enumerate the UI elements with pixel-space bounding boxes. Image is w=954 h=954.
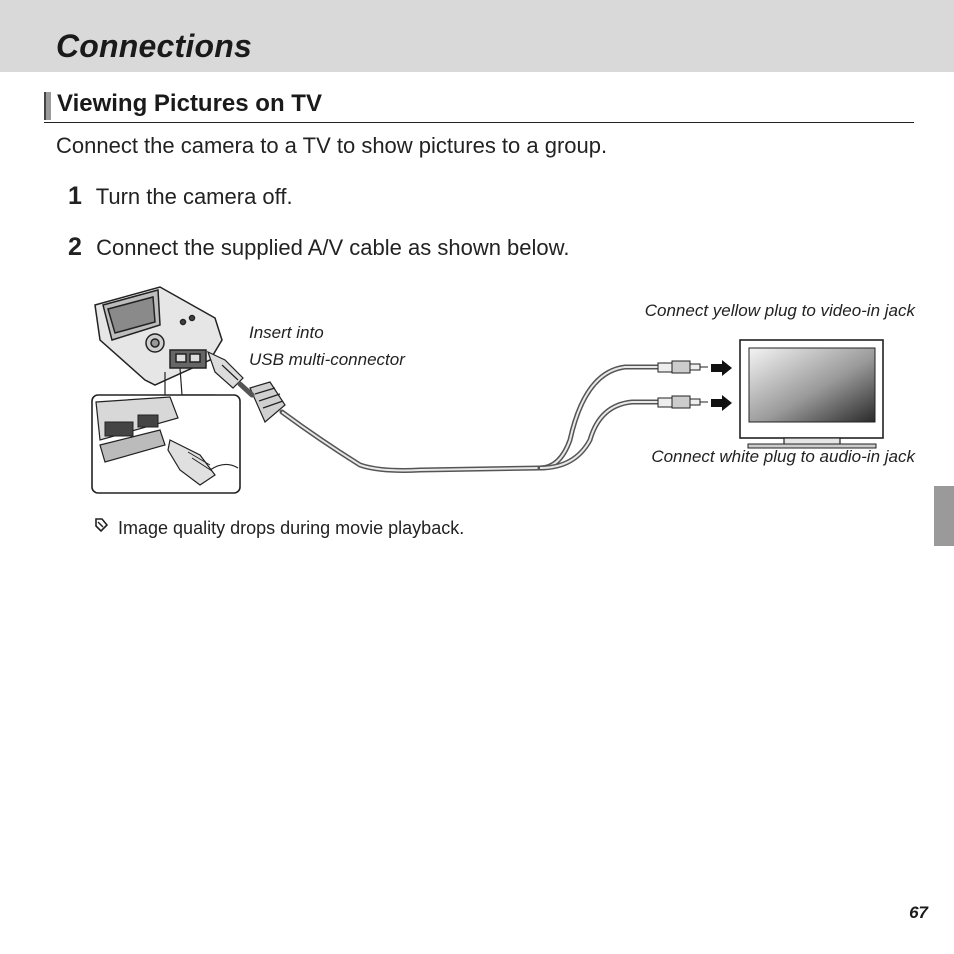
connection-diagram: [91, 286, 884, 494]
section-title: Viewing Pictures on TV: [57, 90, 322, 117]
intro-text: Connect the camera to a TV to show pictu…: [56, 133, 608, 158]
yellow-rca-plug: [657, 360, 708, 374]
chapter-header-band: [0, 0, 954, 72]
step-text: Connect the supplied A/V cable as shown …: [96, 235, 570, 260]
tv-illustration: [739, 339, 884, 449]
caption-white-plug: Connect white plug to audio-in jack: [651, 447, 915, 466]
connector-detail-inset: [91, 394, 241, 494]
usb-plug: [206, 350, 244, 389]
step-number: 1: [68, 182, 82, 210]
chapter-title: Connections: [56, 28, 252, 64]
note-text: Image quality drops during movie playbac…: [118, 518, 465, 538]
camera-illustration: [94, 286, 223, 386]
white-rca-plug: [657, 395, 708, 409]
section-marker: [44, 92, 51, 120]
caption-insert-line2: USB multi-connector: [249, 350, 405, 369]
step-2: 2 Connect the supplied A/V cable as show…: [68, 233, 569, 262]
ferrite-core: [249, 381, 286, 423]
step-number: 2: [68, 233, 82, 261]
section-heading: Viewing Pictures on TV: [44, 90, 914, 123]
arrow-right-icon: [711, 395, 732, 411]
step-text: Turn the camera off.: [95, 184, 293, 209]
note-icon: [95, 518, 113, 536]
side-tab-marker: [934, 486, 954, 546]
caption-insert-line1: Insert into: [249, 323, 324, 342]
page-number: 67: [909, 903, 928, 922]
step-1: 1 Turn the camera off.: [68, 182, 293, 211]
caption-yellow-plug: Connect yellow plug to video-in jack: [644, 301, 915, 320]
note: Image quality drops during movie playbac…: [95, 518, 464, 539]
arrow-right-icon: [711, 360, 732, 376]
